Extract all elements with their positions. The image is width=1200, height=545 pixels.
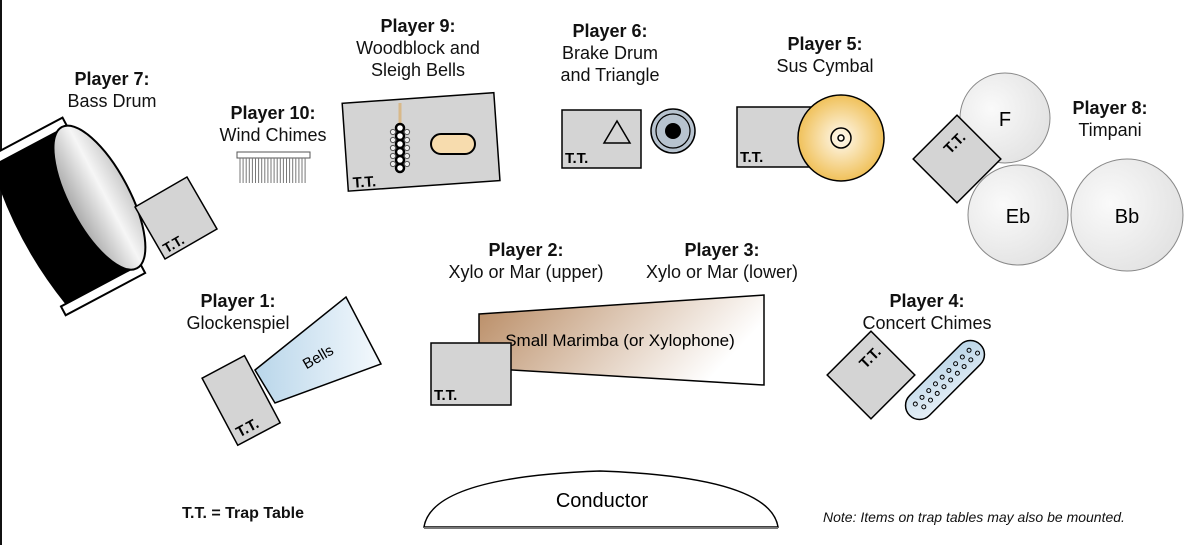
conductor-podium: Conductor <box>423 470 779 529</box>
trap-table: T.T. <box>912 114 1002 204</box>
chime-tube <box>926 388 932 394</box>
chime-tube <box>961 364 967 370</box>
sleigh-bell <box>389 160 397 168</box>
chime-tube <box>928 397 934 403</box>
sleigh-bell <box>403 136 411 144</box>
trap-table: T.T. <box>561 109 642 169</box>
timpani-bb-label: Bb <box>1115 206 1139 228</box>
player-instrument: Wind Chimes <box>219 125 327 145</box>
glockenspiel-icon: Bells <box>254 295 383 404</box>
trap-table-label: T.T. <box>565 150 588 167</box>
mounting-note: Note: Items on trap tables may also be m… <box>823 509 1125 525</box>
player-instrument: Sus Cymbal <box>776 56 874 76</box>
sleigh-bell <box>389 128 397 136</box>
chime-tube <box>946 367 952 373</box>
player-5-label: Player 5: Sus Cymbal <box>760 33 890 77</box>
chime-tube <box>975 350 981 356</box>
left-border <box>0 0 2 545</box>
player-8-label: Player 8: Timpani <box>1050 97 1170 141</box>
cymbal-icon <box>797 94 885 182</box>
trap-table: T.T. <box>341 91 501 192</box>
triangle-icon <box>602 119 632 144</box>
chime-tube <box>934 390 940 396</box>
trap-table: T.T. <box>430 342 512 406</box>
player-instrument-line2: and Triangle <box>560 65 660 85</box>
player-9-label: Player 9: Woodblock and Sleigh Bells <box>343 15 493 81</box>
wind-chimes-icon <box>236 151 311 183</box>
chime-tube <box>921 404 927 410</box>
player-instrument-line1: Woodblock and <box>356 38 480 58</box>
player-7-label: Player 7: Bass Drum <box>52 68 172 112</box>
player-instrument: Xylo or Mar (lower) <box>645 262 799 282</box>
player-instrument-line2: Sleigh Bells <box>370 60 466 80</box>
sleigh-bell <box>389 144 397 152</box>
timpani-eb-label: Eb <box>1006 206 1030 228</box>
chime-tube <box>968 357 974 363</box>
player-6-label: Player 6: Brake Drum and Triangle <box>545 20 675 86</box>
chime-tube <box>912 401 918 407</box>
woodblock-icon <box>430 133 476 155</box>
player-3-label: Player 3: Xylo or Mar (lower) <box>632 239 812 283</box>
legend-trap-table: T.T. = Trap Table <box>182 505 304 522</box>
trap-table: T.T. <box>133 175 219 261</box>
player-number: Player 6: <box>572 21 648 41</box>
sleigh-bell <box>403 152 411 160</box>
player-number: Player 3: <box>684 240 760 260</box>
chime-tube <box>939 374 945 380</box>
sleigh-bell <box>403 160 411 168</box>
player-number: Player 9: <box>380 16 456 36</box>
brake-drum-icon <box>650 108 696 154</box>
player-number: Player 2: <box>488 240 564 260</box>
chime-tube <box>932 381 938 387</box>
trap-table: T.T. <box>826 330 916 420</box>
player-number: Player 8: <box>1072 98 1148 118</box>
conductor-label: Conductor <box>556 490 649 512</box>
chime-tube <box>966 347 972 353</box>
sleigh-bells-icon <box>389 103 411 174</box>
player-number: Player 4: <box>889 291 965 311</box>
player-2-label: Player 2: Xylo or Mar (upper) <box>436 239 616 283</box>
marimba-label: Small Marimba (or Xylophone) <box>505 331 735 350</box>
chime-tube <box>941 384 947 390</box>
chime-tube <box>953 361 959 367</box>
player-instrument: Xylo or Mar (upper) <box>448 262 604 282</box>
trap-table-label: T.T. <box>740 149 763 166</box>
marimba-icon: Small Marimba (or Xylophone) <box>478 294 765 386</box>
player-number: Player 10: <box>230 103 316 123</box>
bass-drum-icon <box>0 116 147 317</box>
timpani-f-label: F <box>999 109 1011 131</box>
player-instrument-line1: Brake Drum <box>561 43 659 63</box>
player-instrument: Timpani <box>1078 120 1142 140</box>
player-number: Player 7: <box>74 69 150 89</box>
player-1-label: Player 1: Glockenspiel <box>173 290 303 334</box>
chime-tube <box>948 377 954 383</box>
chime-tube <box>959 354 965 360</box>
sleigh-bell <box>403 128 411 136</box>
player-instrument: Concert Chimes <box>862 313 992 333</box>
trap-table-label: T.T. <box>352 173 376 192</box>
timpani-bb: Bb <box>1070 158 1184 272</box>
trap-table: T.T. <box>201 354 282 447</box>
player-10-label: Player 10: Wind Chimes <box>208 102 338 146</box>
timpani-eb: Eb <box>967 164 1069 266</box>
player-number: Player 5: <box>787 34 863 54</box>
trap-table: T.T. <box>736 106 813 168</box>
chime-tube <box>954 370 960 376</box>
player-number: Player 1: <box>200 291 276 311</box>
sleigh-bell <box>389 152 397 160</box>
player-4-label: Player 4: Concert Chimes <box>852 290 1002 334</box>
player-instrument: Glockenspiel <box>186 313 290 333</box>
sleigh-bell <box>389 136 397 144</box>
concert-chimes-icon <box>904 339 986 421</box>
sleigh-bell <box>403 144 411 152</box>
chime-tube <box>919 394 925 400</box>
player-instrument: Bass Drum <box>67 91 157 111</box>
trap-table-label: T.T. <box>434 387 457 404</box>
sleigh-bell <box>394 162 406 174</box>
